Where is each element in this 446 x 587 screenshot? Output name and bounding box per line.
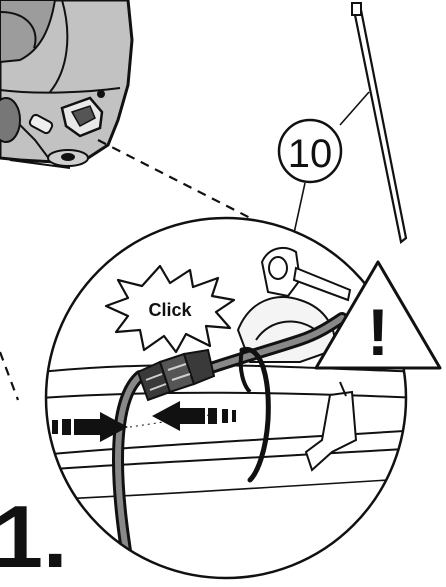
click-label: Click bbox=[148, 300, 192, 320]
cable-tie-icon bbox=[340, 3, 406, 242]
machine-housing bbox=[0, 0, 132, 168]
part-number-label: 10 bbox=[288, 132, 333, 176]
warning-symbol: ! bbox=[367, 295, 389, 369]
step-number: 1. bbox=[0, 487, 67, 586]
detail-view bbox=[40, 210, 420, 587]
